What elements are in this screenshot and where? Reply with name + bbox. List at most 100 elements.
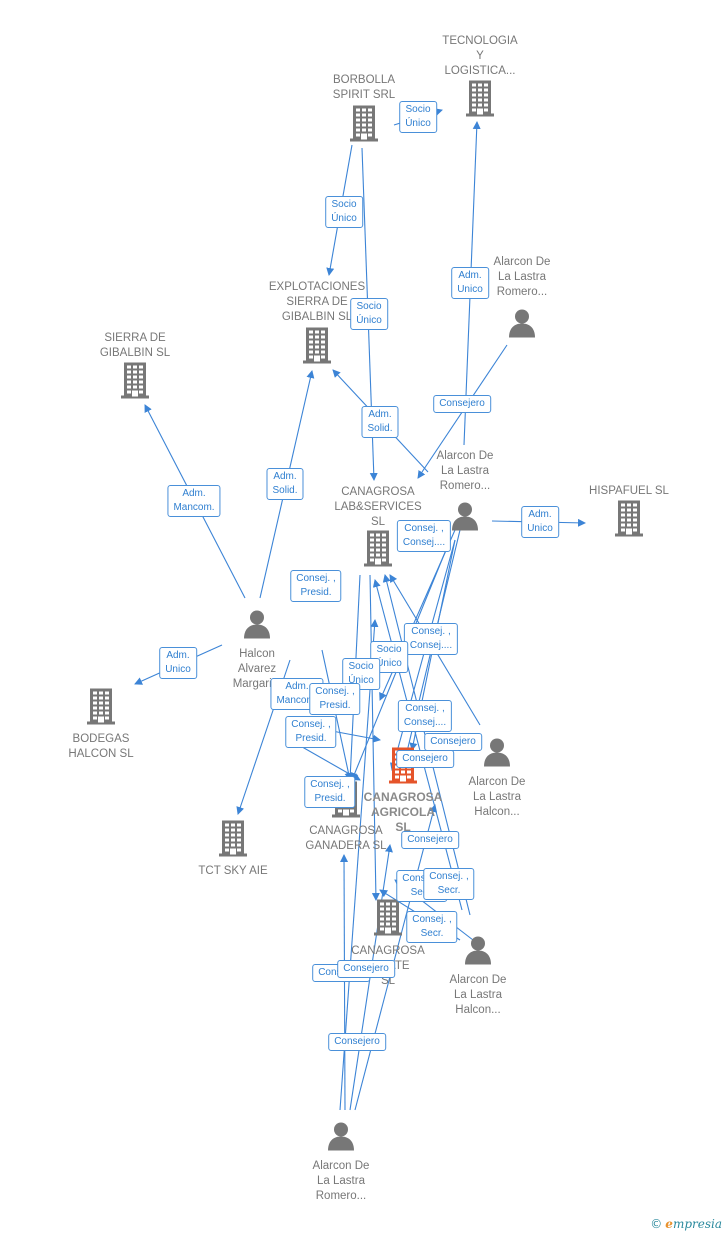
person-icon[interactable] [450,501,480,536]
relationship-label-line: Consej. , [291,719,331,730]
node-label-line: HISPAFUEL SL [589,485,669,497]
relationship-label-line: Mancom. [276,695,318,706]
node-label-line: SIERRA DE [286,296,348,308]
node-label-line: La Lastra [441,465,489,477]
relationship-label[interactable]: Consejero [337,960,395,978]
relationship-label[interactable]: Consej. ,Presid. [304,776,356,808]
relationship-label[interactable]: Adm.Solid. [361,406,399,438]
relationship-label[interactable]: Adm.Solid. [266,468,304,500]
node-label-line: SL [380,975,396,987]
relationship-label[interactable]: Consej. ,Secr. [406,911,458,943]
node-label-line: TCT SKY AIE [198,865,268,877]
relationship-label-line: Presid. [319,700,351,711]
person-icon[interactable] [482,737,512,772]
building-icon[interactable] [349,105,379,147]
building-icon[interactable] [373,899,403,941]
relationship-label[interactable]: Consej. ,Presid. [290,570,342,602]
node-label-line: Halcon [239,648,275,660]
node-label-line: La Lastra [454,989,502,1001]
relationship-label[interactable]: Adm.Unico [159,647,197,679]
relationship-label-line: Consej. , [310,779,350,790]
relationship-label[interactable]: Consej. ,Consej.... [397,700,453,732]
relationship-label-line: Consejero [343,963,389,974]
relationship-label[interactable]: Consej. , Presid. [309,683,361,715]
relationship-edge-22 [321,649,353,781]
relationship-label[interactable]: Adm.Mancom. [167,485,221,517]
relationship-edge-23 [339,619,379,1111]
person-icon[interactable] [326,1121,356,1156]
relationship-label[interactable]: Consej. ,Secr. [423,868,475,900]
brand-name: mpresia [672,1217,722,1231]
relationship-edge-26 [354,804,438,1111]
building-icon[interactable] [465,80,495,122]
relationship-label[interactable]: Consej. , Presid. [285,716,337,748]
relationship-label-line: Consej.... [403,717,447,728]
brand-initial: e [665,1217,673,1231]
building-icon[interactable] [302,327,332,369]
relationship-label-line: Adm. [182,488,206,499]
building-icon[interactable] [363,530,393,572]
relationship-label[interactable]: Adm.Unico [451,267,489,299]
node-label-line: BODEGAS [72,733,130,745]
node-label-line: La Lastra [317,1175,365,1187]
relationship-label[interactable]: Consejero [424,733,482,751]
relationship-label-line: Consej. , [315,686,355,697]
node-label-line: Alarcon De [436,450,494,462]
building-icon[interactable] [614,500,644,542]
node-label-line: Halcon... [474,806,520,818]
relationship-label-line: Único [376,658,402,669]
relationship-label-line: Consej. , [404,523,444,534]
relationship-label[interactable]: Consejero [433,395,491,413]
node-label-tct[interactable]: TCT SKY AIE [198,864,267,879]
relationship-label-line: Socio [348,661,374,672]
relationship-label[interactable]: Consejero [396,750,454,768]
relationship-label-line: Consejero [407,834,453,845]
relationship-label[interactable]: Adm. Unico [521,506,559,538]
node-label-line: CANAGROSA [341,486,415,498]
node-label-line: LOGISTICA... [444,65,516,77]
node-label-line: Romero... [315,1190,367,1202]
relationship-label-line: Consejero [334,1036,380,1047]
relationship-label-line: Presid. [295,733,327,744]
relationship-label-line: Unico [457,284,483,295]
building-icon[interactable] [86,688,116,730]
node-label-line: La Lastra [473,791,521,803]
relationship-label-line: Socio [356,301,382,312]
relationship-label[interactable]: Consejero [328,1033,386,1051]
node-label-hispafuel[interactable]: HISPAFUEL SL [589,484,669,499]
node-label-line: Romero... [496,286,548,298]
relationship-label-line: Socio [405,104,431,115]
person-icon[interactable] [463,935,493,970]
person-icon[interactable] [242,609,272,644]
relationship-label[interactable]: Consejero [401,831,459,849]
node-label-line: BORBOLLA [332,74,395,86]
relationship-label[interactable]: Consej. ,Consej.... [396,520,452,552]
person-icon[interactable] [507,308,537,343]
building-icon[interactable] [120,362,150,404]
relationship-label-line: Adm. [528,509,552,520]
node-label-line: AGRICOLA [370,805,435,819]
relationship-label[interactable]: Consej. ,Consej.... [403,623,459,655]
relationship-label-line: Unico [527,523,553,534]
node-label-line: GANADERA SL [305,840,387,852]
building-icon[interactable] [218,820,248,862]
relationship-label-line: Secr. [437,885,461,896]
